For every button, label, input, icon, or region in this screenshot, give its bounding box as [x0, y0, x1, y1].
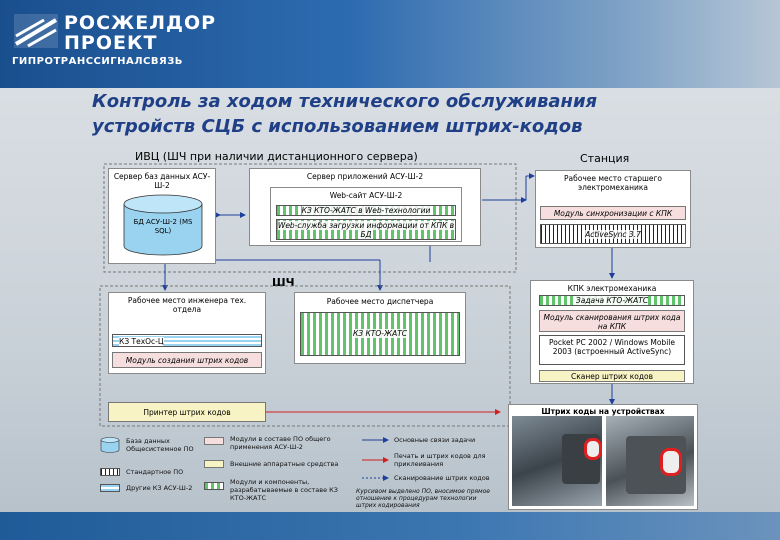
logo-icon — [14, 14, 58, 48]
kz-web-label: КЗ КТО-ЖАТС в Web-технологии — [301, 206, 431, 215]
printer-box: Принтер штрих кодов — [108, 402, 266, 422]
logo-line1: РОСЖЕЛДОР — [64, 12, 217, 34]
footer-band — [0, 512, 780, 540]
kz-kto-label: КЗ КТО-ЖАТС — [352, 329, 408, 338]
legend-info-text: Основные связи задачи — [394, 436, 476, 444]
kto-task-module: Задача КТО-ЖАТС — [539, 295, 685, 306]
logo-subtitle: ГИПРОТРАНССИГНАЛСВЯЗЬ — [12, 56, 183, 67]
senior-ws-label: Рабочее место старшего электромеханика — [564, 174, 662, 192]
page-title-line1: Контроль за ходом технического обслужива… — [92, 91, 598, 112]
legend-std-icon — [100, 468, 120, 476]
legend-new-text: Модули и компоненты, разрабатываемые в с… — [230, 478, 338, 502]
legend-external-text: Внешние аппаратные средства — [230, 460, 339, 468]
barcode-module-label: Модуль создания штрих кодов — [125, 356, 249, 365]
kz-kto-module: КЗ КТО-ЖАТС — [300, 312, 460, 356]
activesync-module: ActiveSync 3.7 — [540, 224, 686, 244]
barcode-label-left — [584, 438, 602, 460]
scanner-box: Сканер штрих кодов — [539, 370, 685, 382]
kpk-label: КПК электромеханика — [567, 284, 657, 293]
db-cylinder-label: БД АСУ-Ш-2 (MS SQL) — [133, 218, 193, 235]
scan-module-label: Модуль сканирования штрих кода на КПК — [543, 313, 681, 331]
app-server-label: Сервер приложений АСУ-Ш-2 — [306, 172, 424, 181]
legend-db-icon — [100, 437, 120, 453]
activesync-label: ActiveSync 3.7 — [585, 230, 641, 239]
legend-std-text: Стандартное ПО — [126, 468, 184, 476]
section-ivc: ИВЦ (ШЧ при наличии дистанционного серве… — [135, 150, 418, 163]
device-photo-left — [512, 416, 602, 506]
web-service-module: Web-служба загрузки информации от КПК в … — [276, 219, 456, 240]
sync-module-label: Модуль синхронизации с КПК — [553, 209, 673, 218]
header-band — [0, 0, 780, 88]
database-cylinder-icon — [122, 194, 204, 258]
db-server-label: Сервер баз данных АСУ-Ш-2 — [113, 172, 211, 190]
website-label: Web-сайт АСУ-Ш-2 — [329, 191, 403, 200]
pocket-pc-label: Pocket PC 2002 / Windows Mobile 2003 (вс… — [549, 338, 675, 356]
legend-other-icon — [100, 484, 120, 492]
sync-module: Модуль синхронизации с КПК — [540, 206, 686, 220]
kto-task-label: Задача КТО-ЖАТС — [575, 296, 649, 305]
scan-module: Модуль сканирования штрих кода на КПК — [539, 310, 685, 332]
barcode-label-right — [660, 448, 682, 476]
legend-db-text: База данных Общесистемное ПО — [126, 437, 194, 453]
barcodes-devices-label: Штрих коды на устройствах — [541, 407, 665, 416]
kz-tehoc-module: КЗ ТехОс-Ц — [112, 334, 262, 347]
pocket-pc-box: Pocket PC 2002 / Windows Mobile 2003 (вс… — [539, 335, 685, 365]
barcode-module: Модуль создания штрих кодов — [112, 352, 262, 368]
legend-external-icon — [204, 460, 224, 468]
legend-modules-text: Модули в составе ПО общего применения АС… — [230, 435, 331, 451]
legend-print-text: Печать и штрих кодов для приклеивания — [394, 452, 486, 468]
device-photo-right — [606, 416, 694, 506]
dispatcher-ws-label: Рабочее место диспетчера — [326, 297, 434, 306]
kz-web-module: КЗ КТО-ЖАТС в Web-технологии — [276, 205, 456, 216]
kz-tehoc-label: КЗ ТехОс-Ц — [119, 337, 164, 346]
section-station: Станция — [580, 152, 630, 165]
scanner-label: Сканер штрих кодов — [570, 372, 654, 381]
printer-label: Принтер штрих кодов — [143, 408, 231, 417]
logo-line2: ПРОЕКТ — [64, 32, 158, 54]
engineer-ws-label: Рабочее место инженера тех. отдела — [127, 296, 247, 314]
legend-scan-text: Сканирование штрих кодов — [394, 474, 490, 482]
page-title-line2: устройств СЦБ с использованием штрих-код… — [92, 116, 583, 137]
legend-modules-icon — [204, 437, 224, 445]
legend-note-text: Курсивом выделено ПО, вносимое прямое от… — [356, 488, 491, 509]
legend-other-text: Другие КЗ АСУ-Ш-2 — [126, 484, 193, 492]
legend-new-icon — [204, 482, 224, 490]
